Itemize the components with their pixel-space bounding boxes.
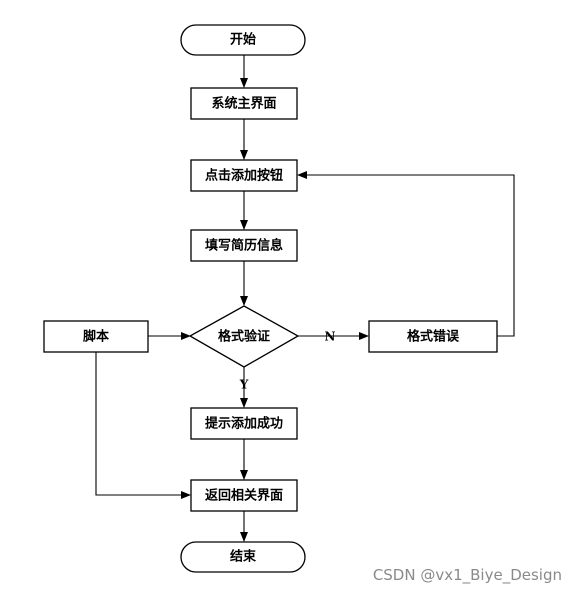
node-script-label: 脚本 — [83, 329, 109, 345]
node-return-label: 返回相关界面 — [205, 488, 283, 504]
node-script: 脚本 — [43, 320, 149, 353]
node-add-button-label: 点击添加按钮 — [205, 168, 283, 184]
node-format-error-label: 格式错误 — [407, 329, 460, 345]
edge-error-add — [297, 171, 515, 337]
node-format-error: 格式错误 — [368, 320, 498, 353]
node-validate: 格式验证 — [188, 305, 300, 368]
node-add-success: 提示添加成功 — [190, 407, 298, 440]
node-return: 返回相关界面 — [190, 479, 298, 512]
node-start: 开始 — [180, 24, 306, 56]
node-fill-resume-label: 填写简历信息 — [205, 238, 283, 254]
node-add-success-label: 提示添加成功 — [205, 416, 283, 432]
edge-label-no: N — [325, 330, 336, 344]
node-add-button: 点击添加按钮 — [190, 159, 298, 192]
node-end: 结束 — [180, 541, 306, 573]
edge-script-return — [95, 352, 191, 499]
node-validate-label: 格式验证 — [218, 329, 270, 345]
node-fill-resume: 填写简历信息 — [190, 229, 298, 262]
node-start-label: 开始 — [230, 32, 256, 48]
watermark: CSDN @vx1_Biye_Design — [372, 566, 562, 584]
node-main-label: 系统主界面 — [211, 96, 276, 112]
node-end-label: 结束 — [230, 549, 257, 565]
edge-label-yes: Y — [239, 378, 249, 392]
node-main: 系统主界面 — [190, 87, 298, 120]
edges — [95, 55, 515, 542]
